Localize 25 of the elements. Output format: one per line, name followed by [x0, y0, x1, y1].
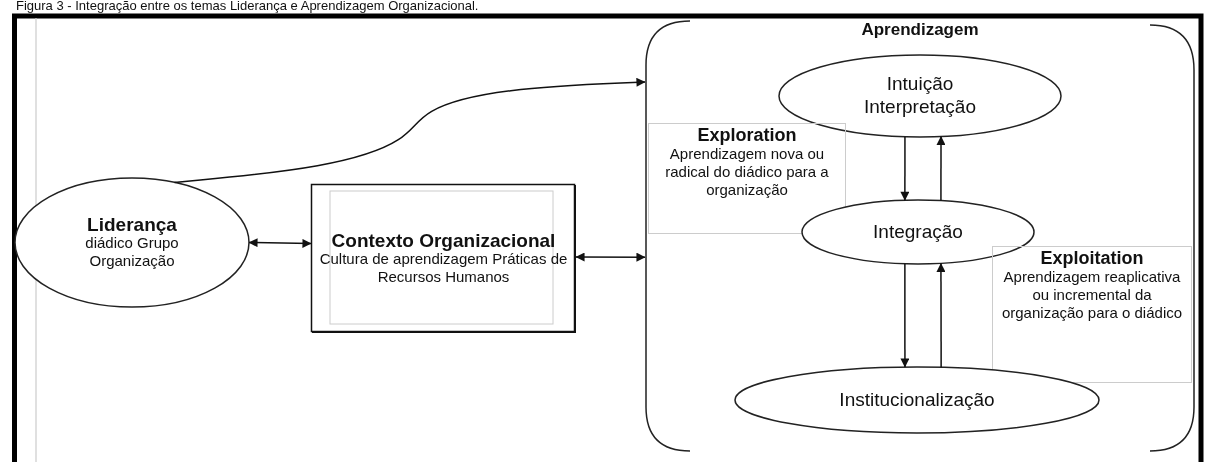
process-ellipse [14, 177, 250, 308]
arrow [575, 252, 646, 262]
arrow [173, 77, 646, 184]
arrow [900, 263, 910, 368]
node-text: Aprendizagem nova ou radical do diádico para a organização [664, 144, 830, 199]
node-text: Cultura de aprendizagem Práticas de Recursos Humanos [318, 250, 569, 287]
arrow [248, 238, 312, 248]
node-text: diádico Grupo Organização [84, 234, 180, 271]
context-box [311, 184, 576, 333]
node-title: Aprendizagem [861, 20, 979, 41]
node-text: Integração [873, 220, 963, 244]
arrow [936, 262, 946, 369]
process-ellipse [801, 199, 1035, 265]
node-title: Contexto Organizacional [331, 230, 556, 251]
node-title: Exploitation [1040, 249, 1144, 268]
process-ellipse [734, 366, 1100, 434]
node-title: Exploration [697, 126, 797, 145]
arrow [936, 135, 946, 202]
node-text: Aprendizagem reaplicativa ou incremental da organização para o diádico [1000, 267, 1184, 322]
arrow [900, 136, 910, 201]
figure-title: Figura 3 - Integração entre os temas Liderança e Aprendizagem Organizacional. [16, 0, 479, 13]
node-text: Institucionalização [839, 388, 995, 412]
node-text: Intuição Interpretação [863, 73, 977, 119]
node-title: Liderança [87, 214, 177, 235]
learning-bracket [645, 20, 1195, 452]
